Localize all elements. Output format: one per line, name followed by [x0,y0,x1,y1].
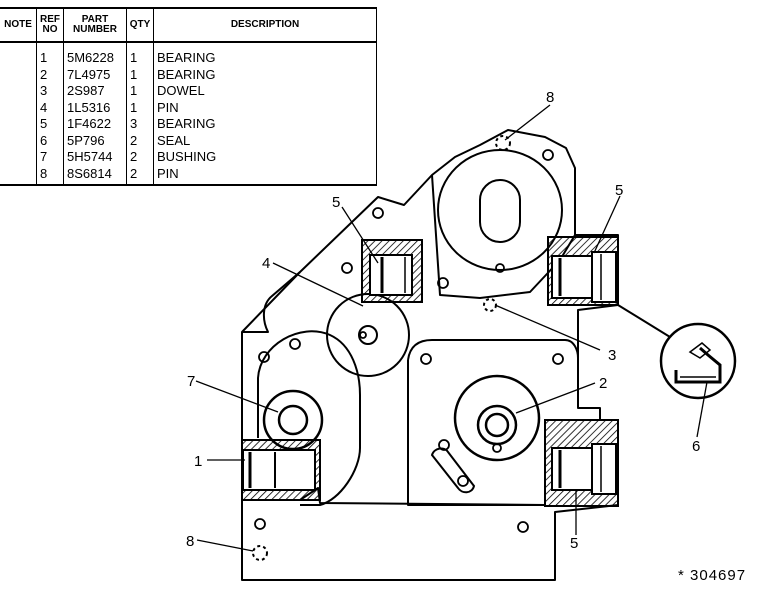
parts-table-header: NOTE REF NO PART NUMBER QTY DESCRIPTION [0,7,377,43]
header-note: NOTE [0,7,37,43]
bearing-5-left-section [361,239,423,303]
cell-ref: 1 [36,42,64,67]
hole [258,351,270,363]
cover-slot [479,179,521,243]
bearing-5-right-section [547,236,619,306]
hole [495,263,505,273]
cell-desc: PIN [153,165,377,186]
leader-4 [272,262,364,307]
header-description: DESCRIPTION [153,7,377,43]
lower-left-plate [242,271,301,333]
hole [372,207,384,219]
cell-part: 5M6228 [63,42,127,67]
callout-3: 3 [608,347,616,364]
cell-part: 8S6814 [63,165,127,186]
dowel-top [495,135,511,151]
dowel-bottom [252,545,268,561]
hole [542,149,554,161]
leader-5-right [593,195,621,254]
cover-ring [437,149,563,271]
cell-part: 2S987 [63,83,127,100]
seal-detail [659,322,737,400]
hole [359,331,367,339]
callout-4: 4 [262,255,270,272]
callout-2: 2 [599,375,607,392]
cell-part: 1F4622 [63,116,127,133]
bearing-1-section [241,439,321,501]
callout-8-bottom: 8 [186,533,194,550]
bearing-2-bore [476,404,518,446]
cell-part: 1L5316 [63,99,127,116]
cell-qty: 1 [126,42,154,67]
bearing-2-core [484,412,510,438]
bushing-inner [277,404,309,436]
leader-8-top [504,104,551,141]
pin-disc [326,293,410,377]
figure-number: * 304697 [678,567,746,584]
leader-5-left [341,206,379,264]
callout-7: 7 [187,373,195,390]
cell-desc: PIN [153,99,377,116]
callout-8-top: 8 [546,89,554,106]
hole [517,521,529,533]
seal-detail-leader [617,304,671,338]
bearing-5-bottom-section [544,419,619,507]
bearing-2-ring [453,374,541,462]
leader-7 [195,380,279,413]
cell-desc: DOWEL [153,83,377,100]
parts-table: NOTE REF NO PART NUMBER QTY DESCRIPTION … [0,7,377,186]
hole [437,277,449,289]
hole [341,262,353,274]
callout-5-left: 5 [332,194,340,211]
cell-part: 5H5744 [63,149,127,166]
dowel-mid [483,298,497,312]
left-boss [257,330,361,506]
cell-desc: BEARING [153,66,377,83]
slot-detail [430,447,476,494]
header-part-number: PART NUMBER [63,7,127,43]
header-ref-no: REF NO [36,7,64,43]
leader-8-bottom [196,539,254,552]
leader-6 [696,381,708,438]
hole [457,475,469,487]
lower-right-plate [407,339,579,408]
cell-desc: SEAL [153,132,377,149]
cell-desc: BEARING [153,42,377,67]
cell-desc: BUSHING [153,149,377,166]
hole [289,338,301,350]
callout-6: 6 [692,438,700,455]
hole [438,439,450,451]
hole [552,353,564,365]
leader-3 [494,304,601,351]
cell-note [0,42,37,67]
cell-desc: BEARING [153,116,377,133]
hole [420,353,432,365]
callout-1: 1 [194,453,202,470]
leader-2 [515,382,596,414]
callout-5-right: 5 [615,182,623,199]
callout-5-bottom: 5 [570,535,578,552]
pin-center [358,325,378,345]
hole [254,518,266,530]
